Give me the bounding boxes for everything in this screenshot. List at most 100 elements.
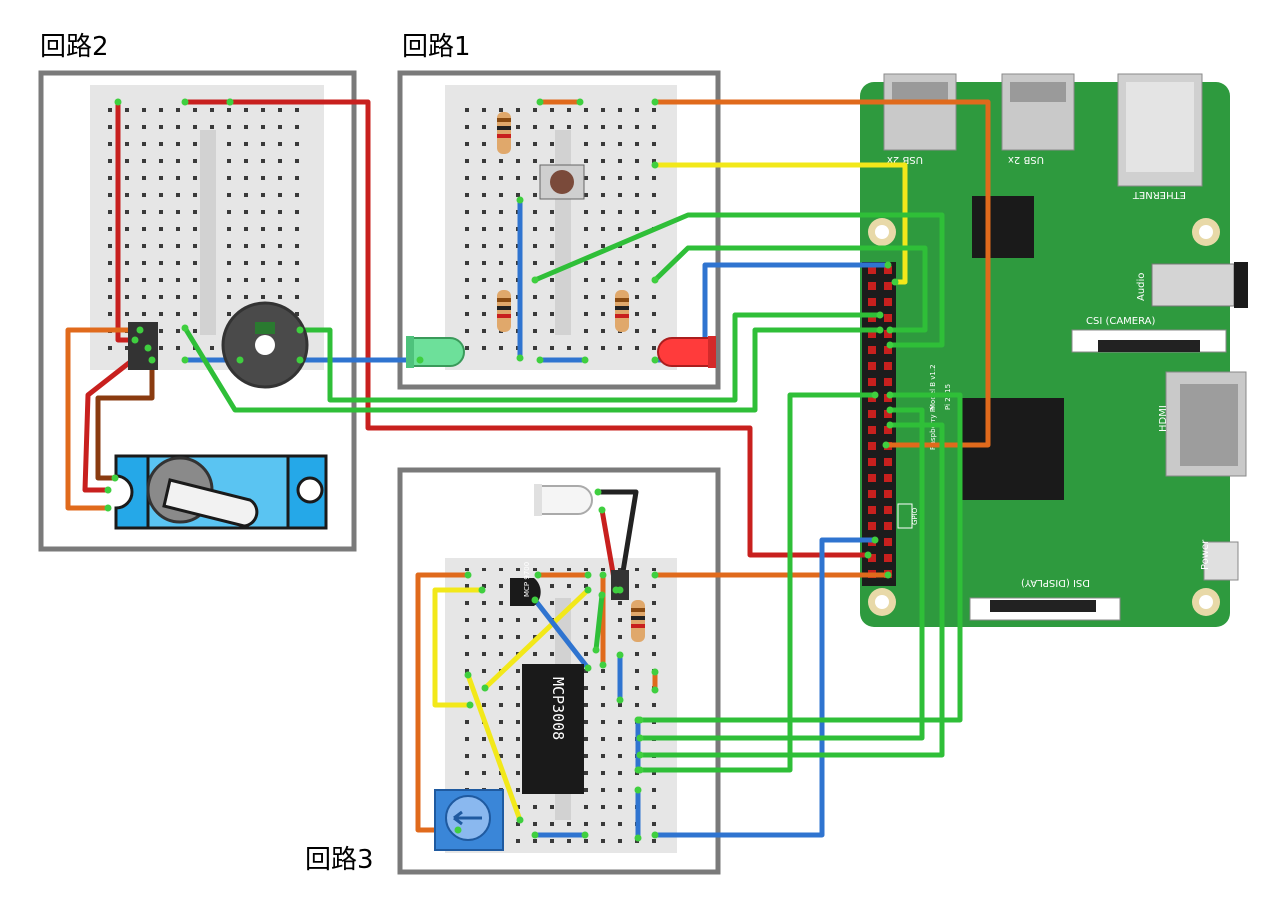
wire-orange <box>652 99 991 448</box>
wire-orange <box>65 327 143 511</box>
ethernet-label: ETHERNET <box>1132 189 1186 200</box>
wire-endpoint <box>536 98 544 106</box>
dsi-connector: DSI (DISPLAY) <box>969 577 1121 621</box>
wire-endpoint <box>536 356 544 364</box>
wire-endpoint <box>531 596 539 604</box>
wire-endpoint <box>584 586 592 594</box>
wire-brown <box>95 357 155 481</box>
wire-endpoint <box>478 586 486 594</box>
wire-endpoint <box>599 661 607 669</box>
wire-endpoint <box>181 356 189 364</box>
wire-endpoint <box>181 98 189 106</box>
adc-chip-label: MCP3008 <box>549 677 567 740</box>
wire-endpoint <box>634 834 642 842</box>
wire-green <box>637 407 925 741</box>
gpio-pin <box>868 522 876 530</box>
gpio-pin <box>884 330 892 338</box>
gpio-pin <box>868 490 876 498</box>
wire-green <box>637 392 878 773</box>
wire-endpoint <box>131 336 139 344</box>
wire-endpoint <box>651 356 659 364</box>
gpio-pin <box>884 506 892 514</box>
audio-jack: Audio <box>1136 262 1248 308</box>
wire-endpoint <box>876 311 884 319</box>
wire-endpoint <box>581 356 589 364</box>
wire-endpoint <box>612 586 620 594</box>
wire-endpoint <box>594 488 602 496</box>
wire-endpoint <box>886 391 894 399</box>
led-red <box>657 336 716 368</box>
wire-green <box>532 212 945 348</box>
gpio-pin <box>868 426 876 434</box>
usb-port-left: USB 2x <box>883 73 957 165</box>
wire-endpoint <box>886 406 894 414</box>
gpio-pin <box>868 506 876 514</box>
wire-endpoint <box>651 161 659 169</box>
wire-endpoint <box>534 571 542 579</box>
wire-endpoint <box>104 504 112 512</box>
wire-endpoint <box>876 326 884 334</box>
wire-endpoint <box>226 98 234 106</box>
adc-chip: MCP3008 <box>522 664 584 794</box>
wire-endpoint <box>616 696 624 704</box>
resistor-3 <box>615 290 629 332</box>
wire-blue <box>532 597 591 671</box>
wire-yellow <box>465 672 523 823</box>
wire-endpoint <box>111 474 119 482</box>
gpio-pin <box>884 410 892 418</box>
temp-sensor-label: MCP 9700 <box>523 562 531 597</box>
wire-blue <box>652 537 878 838</box>
wire-red <box>82 345 151 493</box>
circuit-1-label: 回路1 <box>402 32 471 62</box>
gpio-pin <box>884 298 892 306</box>
wire-endpoint <box>114 98 122 106</box>
gpio-pin <box>868 458 876 466</box>
pi-model-label: Model B v1.2 <box>929 364 937 410</box>
wire-endpoint <box>651 276 659 284</box>
wire-endpoint <box>871 391 879 399</box>
wire-endpoint <box>481 684 489 692</box>
wire-green <box>593 592 605 653</box>
gpio-pin <box>868 378 876 386</box>
power-label: Power <box>1200 539 1211 570</box>
gpio-pin <box>884 394 892 402</box>
wire-endpoint <box>181 324 189 332</box>
wire-endpoint <box>636 734 644 742</box>
circuit-2-label: 回路2 <box>40 32 109 62</box>
hdmi-label: HDMI <box>1158 405 1169 432</box>
pi-soc-chip <box>962 398 1064 500</box>
wire-endpoint <box>581 831 589 839</box>
wire-endpoint <box>416 356 424 364</box>
wire-endpoint <box>584 664 592 672</box>
audio-label: Audio <box>1136 273 1147 301</box>
wire-endpoint <box>598 506 606 514</box>
wire-endpoint <box>634 786 642 794</box>
servo-motor <box>114 454 328 530</box>
wire-endpoint <box>454 826 462 834</box>
dsi-label: DSI (DISPLAY) <box>1021 577 1090 588</box>
wire-endpoint <box>136 326 144 334</box>
gpio-pin <box>868 554 876 562</box>
wire-endpoint <box>891 278 899 286</box>
gpio-pin <box>884 458 892 466</box>
wire-endpoint <box>598 591 606 599</box>
gpio-pin <box>868 362 876 370</box>
wire-green <box>182 325 883 413</box>
gpio-pin <box>868 442 876 450</box>
gpio-pin <box>884 266 892 274</box>
wire-endpoint <box>864 551 872 559</box>
led-white <box>534 484 593 516</box>
gpio-pin <box>884 538 892 546</box>
gpio-pin <box>884 346 892 354</box>
breadboard-circuit-1 <box>445 85 677 370</box>
resistor-2 <box>497 290 511 332</box>
usb-left-label: USB 2x <box>887 154 923 165</box>
gpio-pin <box>868 330 876 338</box>
wire-endpoint <box>886 326 894 334</box>
wire-endpoint <box>144 344 152 352</box>
wire-endpoint <box>516 816 524 824</box>
wire-endpoint <box>651 571 659 579</box>
wire-endpoint <box>466 701 474 709</box>
usb-right-label: USB 2x <box>1008 154 1044 165</box>
